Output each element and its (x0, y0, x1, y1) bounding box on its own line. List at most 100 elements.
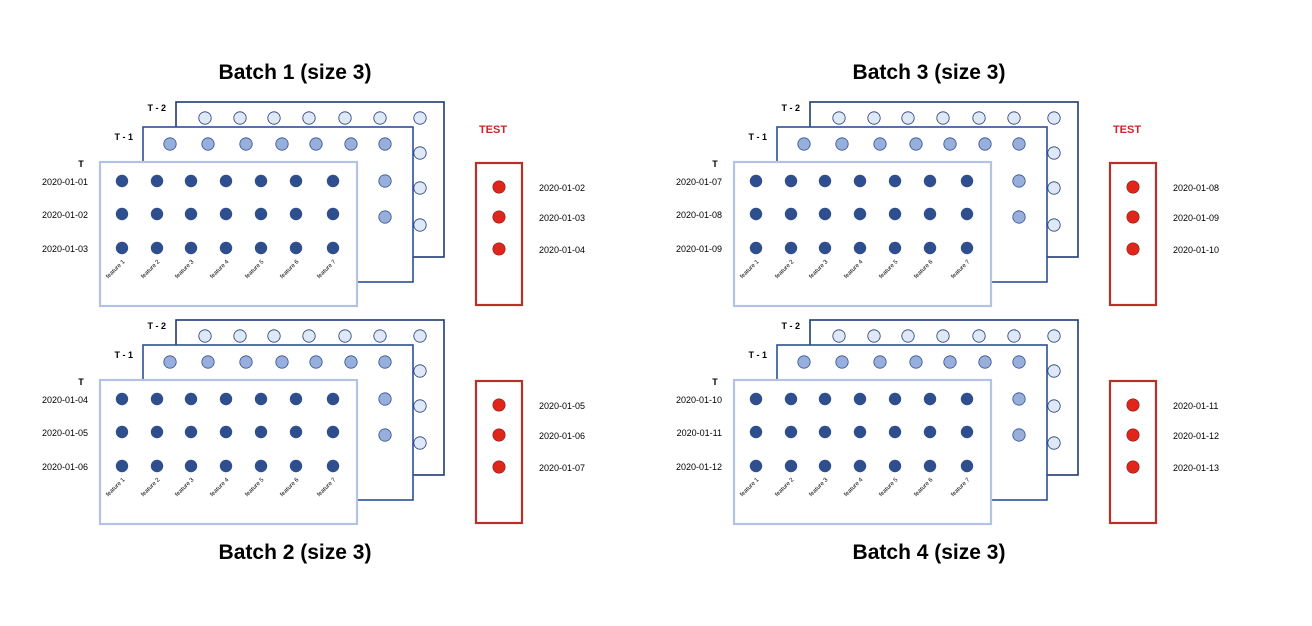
front-dot (749, 459, 763, 473)
back-dot (1047, 399, 1061, 413)
batch-title: Batch 1 (size 3) (219, 61, 372, 84)
middle-dot (239, 137, 253, 151)
front-dot (960, 241, 974, 255)
front-dot (289, 425, 303, 439)
front-dot (150, 241, 164, 255)
front-dot (784, 392, 798, 406)
back-dot (198, 329, 212, 343)
middle-dot (344, 137, 358, 151)
front-dot (888, 425, 902, 439)
train-date-label: 2020-01-10 (676, 395, 722, 405)
middle-dot (835, 355, 849, 369)
front-dot (960, 207, 974, 221)
back-dot (233, 329, 247, 343)
front-dot (853, 174, 867, 188)
front-dot (150, 392, 164, 406)
front-dot (150, 207, 164, 221)
middle-dot (378, 355, 392, 369)
back-dot (1007, 329, 1021, 343)
back-dot (901, 329, 915, 343)
train-date-label: 2020-01-06 (42, 462, 88, 472)
front-dot (326, 174, 340, 188)
back-dot (373, 111, 387, 125)
test-date-label: 2020-01-07 (539, 463, 585, 473)
front-dot (818, 425, 832, 439)
front-dot (888, 207, 902, 221)
train-date-label: 2020-01-08 (676, 210, 722, 220)
middle-dot (797, 137, 811, 151)
middle-dot (378, 392, 392, 406)
batch-panel-2: Batch 2 (size 3)T - 2T - 1T2020-01-04202… (42, 319, 585, 564)
front-dot (784, 174, 798, 188)
test-dot (492, 428, 506, 442)
front-dot (115, 459, 129, 473)
middle-dot (1012, 392, 1026, 406)
test-dot (1126, 428, 1140, 442)
middle-dot (378, 210, 392, 224)
front-dot (960, 459, 974, 473)
middle-dot (797, 355, 811, 369)
front-dot (960, 392, 974, 406)
middle-dot (873, 355, 887, 369)
front-dot (818, 207, 832, 221)
train-date-label: 2020-01-05 (42, 428, 88, 438)
train-date-label: 2020-01-11 (677, 428, 722, 438)
front-dot (184, 425, 198, 439)
test-date-label: 2020-01-09 (1173, 213, 1219, 223)
front-dot (289, 392, 303, 406)
front-dot (254, 392, 268, 406)
middle-dot (378, 137, 392, 151)
middle-dot (309, 137, 323, 151)
front-dot (184, 207, 198, 221)
test-date-label: 2020-01-03 (539, 213, 585, 223)
middle-dot (1012, 210, 1026, 224)
test-date-label: 2020-01-06 (539, 431, 585, 441)
front-dot (289, 241, 303, 255)
test-dot (1126, 210, 1140, 224)
back-dot (1047, 364, 1061, 378)
test-dot (1126, 180, 1140, 194)
front-dot (888, 392, 902, 406)
back-dot (972, 329, 986, 343)
back-dot (901, 111, 915, 125)
middle-dot (1012, 355, 1026, 369)
front-dot (219, 241, 233, 255)
test-date-label: 2020-01-10 (1173, 245, 1219, 255)
back-dot (413, 364, 427, 378)
batch-title: Batch 2 (size 3) (219, 541, 372, 564)
middle-dot (201, 137, 215, 151)
front-dot (749, 241, 763, 255)
middle-dot (201, 355, 215, 369)
middle-dot (344, 355, 358, 369)
middle-dot (378, 174, 392, 188)
back-dot (867, 329, 881, 343)
middle-dot (163, 137, 177, 151)
middle-dot (943, 137, 957, 151)
back-dot (413, 436, 427, 450)
back-dot (936, 111, 950, 125)
back-dot (832, 329, 846, 343)
layer-back-label: T - 2 (147, 103, 166, 113)
layer-front-label: T (712, 377, 718, 387)
front-dot (818, 241, 832, 255)
test-dot (1126, 242, 1140, 256)
test-dot (492, 180, 506, 194)
front-dot (853, 459, 867, 473)
front-dot (923, 425, 937, 439)
middle-dot (1012, 428, 1026, 442)
middle-dot (275, 355, 289, 369)
layer-back-label: T - 2 (781, 103, 800, 113)
front-dot (254, 207, 268, 221)
back-dot (302, 329, 316, 343)
train-date-label: 2020-01-01 (42, 177, 88, 187)
front-dot (254, 241, 268, 255)
front-dot (115, 207, 129, 221)
front-dot (853, 425, 867, 439)
front-dot (960, 174, 974, 188)
back-dot (338, 111, 352, 125)
back-dot (373, 329, 387, 343)
front-dot (853, 392, 867, 406)
front-dot (254, 425, 268, 439)
train-date-label: 2020-01-03 (42, 244, 88, 254)
layer-middle-label: T - 1 (748, 350, 767, 360)
